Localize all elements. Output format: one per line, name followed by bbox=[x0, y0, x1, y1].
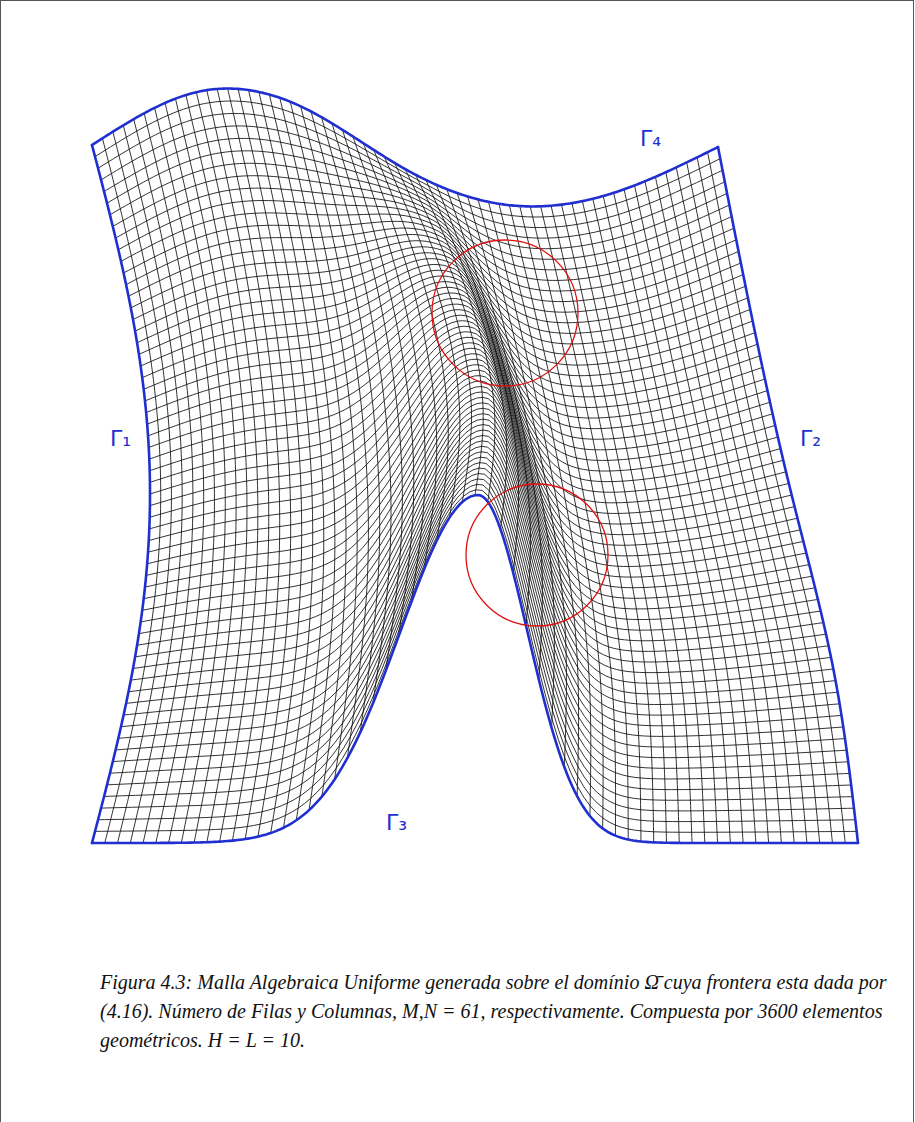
mesh-line bbox=[129, 425, 838, 705]
mesh-line bbox=[126, 228, 745, 333]
mesh-line bbox=[645, 181, 769, 843]
mesh-line bbox=[593, 199, 705, 843]
boundary-label: Γ₄ bbox=[640, 128, 661, 150]
mesh-line bbox=[624, 189, 743, 843]
mesh-line bbox=[142, 276, 765, 418]
mesh-line bbox=[107, 468, 851, 790]
mesh-line bbox=[269, 95, 334, 811]
boundary-curve bbox=[92, 495, 858, 843]
mesh-line bbox=[149, 315, 783, 492]
mesh-line bbox=[530, 206, 628, 839]
mesh-line bbox=[145, 376, 815, 609]
mesh-line bbox=[107, 151, 729, 259]
mesh-line bbox=[150, 321, 786, 503]
boundary-curve bbox=[92, 89, 718, 207]
mesh-line bbox=[113, 457, 848, 768]
mesh-line bbox=[301, 106, 369, 758]
mesh-line bbox=[98, 484, 855, 821]
mesh-line bbox=[146, 370, 812, 598]
mesh-line bbox=[718, 147, 858, 843]
mesh-line bbox=[196, 92, 258, 841]
mesh-line bbox=[121, 441, 843, 737]
mesh-line bbox=[135, 408, 831, 672]
mesh-line bbox=[290, 102, 357, 780]
boundary-label: Γ₃ bbox=[386, 812, 407, 834]
mesh-line bbox=[155, 108, 215, 843]
mesh-line bbox=[666, 172, 794, 843]
mesh-line bbox=[217, 89, 279, 839]
mesh-line bbox=[131, 419, 836, 694]
mesh-line bbox=[146, 293, 772, 450]
mesh-line bbox=[126, 430, 840, 715]
mesh-line bbox=[708, 152, 846, 843]
figure-caption: Figura 4.3: Malla Algebraica Uniforme ge… bbox=[100, 968, 890, 1055]
boundary-label: Γ₁ bbox=[110, 428, 131, 450]
mesh-line bbox=[603, 196, 717, 843]
mesh-line bbox=[165, 103, 225, 843]
mesh-line bbox=[582, 201, 692, 843]
mesh-line bbox=[92, 495, 858, 843]
mesh-line bbox=[687, 162, 820, 843]
mesh-line bbox=[137, 403, 828, 662]
mesh-line bbox=[697, 157, 832, 843]
mesh-line bbox=[141, 270, 763, 407]
mesh-line bbox=[415, 175, 494, 502]
boundary-label: Γ₂ bbox=[800, 428, 821, 450]
mesh-line bbox=[92, 89, 718, 207]
mesh-grid bbox=[92, 89, 858, 843]
mesh-line bbox=[118, 201, 738, 302]
boundary-curve bbox=[92, 145, 150, 843]
mesh-line bbox=[110, 163, 732, 270]
domain-boundary bbox=[92, 89, 858, 843]
highlight-circle bbox=[432, 240, 578, 386]
mesh-line bbox=[635, 185, 756, 843]
mesh-line bbox=[499, 204, 591, 816]
mesh-line bbox=[116, 188, 737, 291]
mesh-line bbox=[520, 206, 616, 836]
mesh-line bbox=[280, 98, 346, 797]
boundary-curve bbox=[718, 147, 858, 843]
mesh-line bbox=[145, 287, 770, 439]
mesh-line bbox=[129, 234, 748, 343]
mesh-line bbox=[101, 126, 725, 238]
mesh-line bbox=[363, 143, 436, 570]
mesh-line bbox=[131, 241, 750, 355]
mesh-line bbox=[95, 490, 857, 832]
mesh-line bbox=[104, 474, 853, 801]
mesh-line bbox=[655, 177, 781, 843]
mesh-line bbox=[104, 138, 727, 248]
mesh-line bbox=[95, 101, 720, 217]
mesh-line bbox=[207, 90, 269, 840]
mesh-line bbox=[509, 205, 603, 828]
mesh-line bbox=[148, 304, 778, 471]
mesh-line bbox=[572, 203, 679, 843]
mesh-line bbox=[149, 310, 781, 482]
mesh-line bbox=[150, 337, 795, 534]
mesh-line bbox=[342, 130, 413, 637]
highlight-circle bbox=[466, 484, 608, 626]
mesh-line bbox=[124, 435, 842, 725]
